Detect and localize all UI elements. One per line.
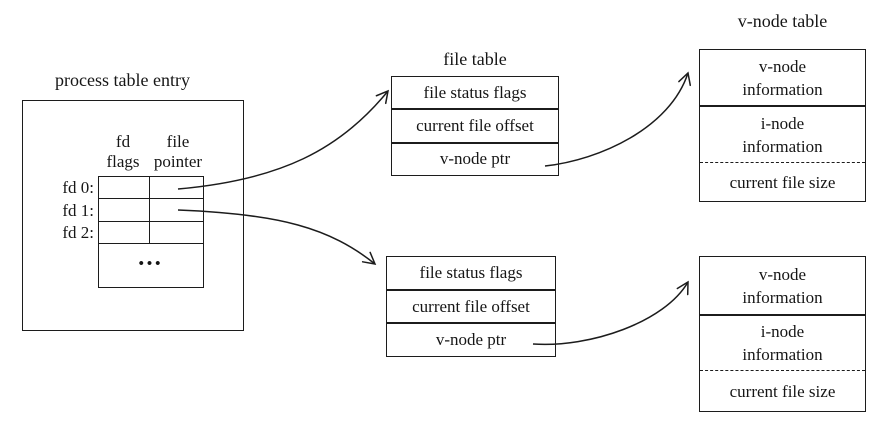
fd-flags-header-line1: fd (115, 132, 131, 151)
arrow-vnodeptr-to-vnode-table-bottom (532, 280, 689, 346)
v-node-table-bottom: v-node information i-node information cu… (699, 256, 866, 412)
i-node-information-cell: i-node information (700, 107, 865, 163)
file-table-title: file table (443, 49, 507, 69)
i-node-information-cell: i-node information (700, 316, 865, 371)
fd-row-divider-3 (99, 243, 203, 244)
fd-column-divider (149, 177, 150, 243)
file-pointer-column-header: file pointer (148, 132, 208, 172)
v-node-info-line2: information (742, 287, 823, 307)
v-node-information-cell: v-node information (700, 257, 865, 316)
v-node-info-line1: v-node (758, 264, 807, 284)
i-node-info-line2: information (742, 345, 823, 364)
current-file-size-cell: current file size (729, 172, 836, 192)
fd-row-divider-1 (99, 198, 203, 199)
file-table-top: file status flags current file offset v-… (391, 76, 559, 176)
i-node-info-line1: i-node (760, 322, 805, 341)
current-file-offset-cell: current file offset (387, 288, 555, 323)
file-status-flags-cell: file status flags (419, 262, 523, 282)
fd-row-divider-2 (99, 221, 203, 222)
v-node-ptr-cell: v-node ptr (392, 141, 558, 175)
fd0-row-label: fd 0: (62, 178, 94, 197)
file-status-flags-cell: file status flags (423, 82, 527, 102)
fd-flags-column-header: fd flags (95, 132, 151, 172)
v-node-ptr-cell: v-node ptr (387, 322, 555, 356)
arrow-vnodeptr-to-vnode-table-top (544, 71, 692, 167)
fd-table (98, 176, 204, 288)
current-file-size-cell: current file size (729, 381, 836, 401)
current-file-offset-cell: current file offset (392, 108, 558, 141)
v-node-info-line1: v-node (758, 56, 807, 76)
file-table-bottom: file status flags current file offset v-… (386, 256, 556, 357)
fd2-row-label: fd 2: (62, 223, 94, 242)
v-node-info-line2: information (742, 79, 823, 99)
v-node-information-cell: v-node information (700, 50, 865, 107)
file-pointer-header-line2: pointer (153, 152, 203, 171)
fd1-row-label: fd 1: (62, 201, 94, 220)
v-node-table-top: v-node information i-node information cu… (699, 49, 866, 202)
process-table-box (22, 100, 244, 331)
fd-table-ellipsis: ••• (138, 256, 164, 272)
fd-flags-header-line2: flags (106, 152, 140, 171)
i-node-info-line2: information (742, 136, 823, 156)
i-node-info-line1: i-node (760, 113, 805, 133)
file-pointer-header-line1: file (166, 132, 190, 151)
v-node-table-title: v-node table (737, 11, 828, 31)
process-table-title: process table entry (55, 70, 190, 90)
